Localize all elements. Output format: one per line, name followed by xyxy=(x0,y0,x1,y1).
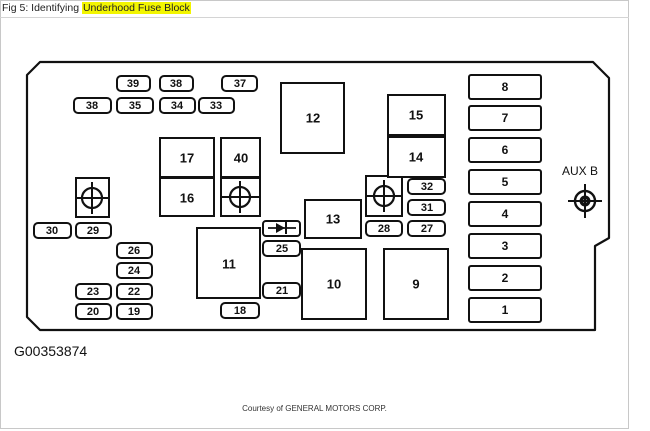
fuse-label: 27 xyxy=(421,223,433,235)
maxi-fuse-6: 6 xyxy=(468,137,542,163)
fuse-label: 30 xyxy=(46,225,58,237)
relay-15: 15 xyxy=(387,94,446,136)
fuse-22: 22 xyxy=(116,283,153,300)
maxi-fuse-2: 2 xyxy=(468,265,542,291)
relay-17: 17 xyxy=(159,137,215,178)
fuse-24: 24 xyxy=(116,262,153,279)
fuse-20: 20 xyxy=(75,303,112,320)
maxi-fuse-label: 7 xyxy=(502,111,509,125)
relay-label: 11 xyxy=(222,257,236,272)
fuse-label: 18 xyxy=(234,305,246,317)
fuse-18: 18 xyxy=(220,302,260,319)
fuse-label: 32 xyxy=(421,181,433,193)
relay-10: 10 xyxy=(301,248,367,320)
fuse-35: 35 xyxy=(116,97,154,114)
maxi-fuse-label: 2 xyxy=(502,271,509,285)
caption-prefix: Fig 5: Identifying xyxy=(2,2,82,14)
relay-40: 40 xyxy=(220,137,261,178)
maxi-fuse-label: 3 xyxy=(502,239,509,253)
fuse-30: 30 xyxy=(33,222,72,239)
fuse-28: 28 xyxy=(365,220,403,237)
relay-14: 14 xyxy=(387,136,446,178)
relay-label: 14 xyxy=(409,150,424,165)
caption-highlight: Underhood Fuse Block xyxy=(81,2,191,14)
maxi-fuse-5: 5 xyxy=(468,169,542,195)
fuse-23: 23 xyxy=(75,283,112,300)
fuse-label: 24 xyxy=(128,265,141,277)
fuse-25: 25 xyxy=(262,240,301,257)
relay-label: 9 xyxy=(412,277,419,292)
fuse-label: 37 xyxy=(234,78,246,90)
relay-label: 12 xyxy=(306,111,320,126)
relay-9: 9 xyxy=(383,248,449,320)
figure-caption: Fig 5: Identifying Underhood Fuse Block xyxy=(2,2,191,14)
mounting-stud-icon xyxy=(75,177,110,218)
aux-b-terminal-icon xyxy=(568,184,602,218)
fuse-27: 27 xyxy=(407,220,446,237)
fuse-label: 35 xyxy=(129,100,141,112)
fuse-label: 38 xyxy=(86,100,98,112)
fuse-label: 29 xyxy=(87,225,99,237)
relay-16: 16 xyxy=(159,177,215,217)
relay-label: 40 xyxy=(234,151,248,166)
maxi-fuse-3: 3 xyxy=(468,233,542,259)
fuse-label: 25 xyxy=(276,243,288,255)
fuse-label: 26 xyxy=(128,245,140,257)
maxi-fuse-label: 1 xyxy=(502,303,509,317)
fuse-34: 34 xyxy=(159,97,196,114)
fuse-32: 32 xyxy=(407,178,446,195)
figure-credit: Courtesy of GENERAL MOTORS CORP. xyxy=(242,404,387,413)
fuse-label: 21 xyxy=(276,285,288,297)
aux-b-label: AUX B xyxy=(562,164,598,178)
fuse-label: 38 xyxy=(170,78,182,90)
relay-13: 13 xyxy=(304,199,362,239)
maxi-fuse-label: 4 xyxy=(502,207,509,221)
figure-id: G00353874 xyxy=(14,343,88,359)
relay-label: 13 xyxy=(326,212,340,227)
fuse-label: 20 xyxy=(87,306,99,318)
fuse-21: 21 xyxy=(262,282,301,299)
fuse-block-housing xyxy=(25,60,611,332)
diode-icon xyxy=(262,220,301,237)
maxi-fuse-8: 8 xyxy=(468,74,542,100)
fuse-label: 34 xyxy=(171,100,184,112)
maxi-fuse-1: 1 xyxy=(468,297,542,323)
fuse-label: 23 xyxy=(87,286,99,298)
relay-label: 15 xyxy=(409,108,423,123)
relay-label: 16 xyxy=(180,191,194,206)
fuse-19: 19 xyxy=(116,303,153,320)
caption-divider xyxy=(0,17,629,18)
maxi-fuse-4: 4 xyxy=(468,201,542,227)
maxi-fuse-7: 7 xyxy=(468,105,542,131)
fuse-label: 19 xyxy=(128,306,140,318)
fuse-label: 31 xyxy=(421,202,433,214)
fuse-38-top: 38 xyxy=(159,75,194,92)
relay-label: 17 xyxy=(180,151,194,166)
relay-12: 12 xyxy=(280,82,345,154)
maxi-fuse-label: 5 xyxy=(502,175,509,189)
relay-label: 10 xyxy=(327,277,341,292)
fuse-33: 33 xyxy=(198,97,235,114)
fuse-38-bottom: 38 xyxy=(73,97,112,114)
fuse-39: 39 xyxy=(116,75,151,92)
mounting-stud-icon xyxy=(220,177,261,217)
fuse-31: 31 xyxy=(407,199,446,216)
fuse-label: 28 xyxy=(378,223,390,235)
fuse-label: 39 xyxy=(127,78,139,90)
fuse-label: 22 xyxy=(128,286,140,298)
fuse-label: 33 xyxy=(210,100,222,112)
maxi-fuse-label: 6 xyxy=(502,143,509,157)
mounting-stud-icon xyxy=(365,175,403,217)
maxi-fuse-label: 8 xyxy=(502,80,509,94)
relay-11: 11 xyxy=(196,227,261,299)
fuse-37: 37 xyxy=(221,75,258,92)
fuse-29: 29 xyxy=(75,222,112,239)
fuse-26: 26 xyxy=(116,242,153,259)
